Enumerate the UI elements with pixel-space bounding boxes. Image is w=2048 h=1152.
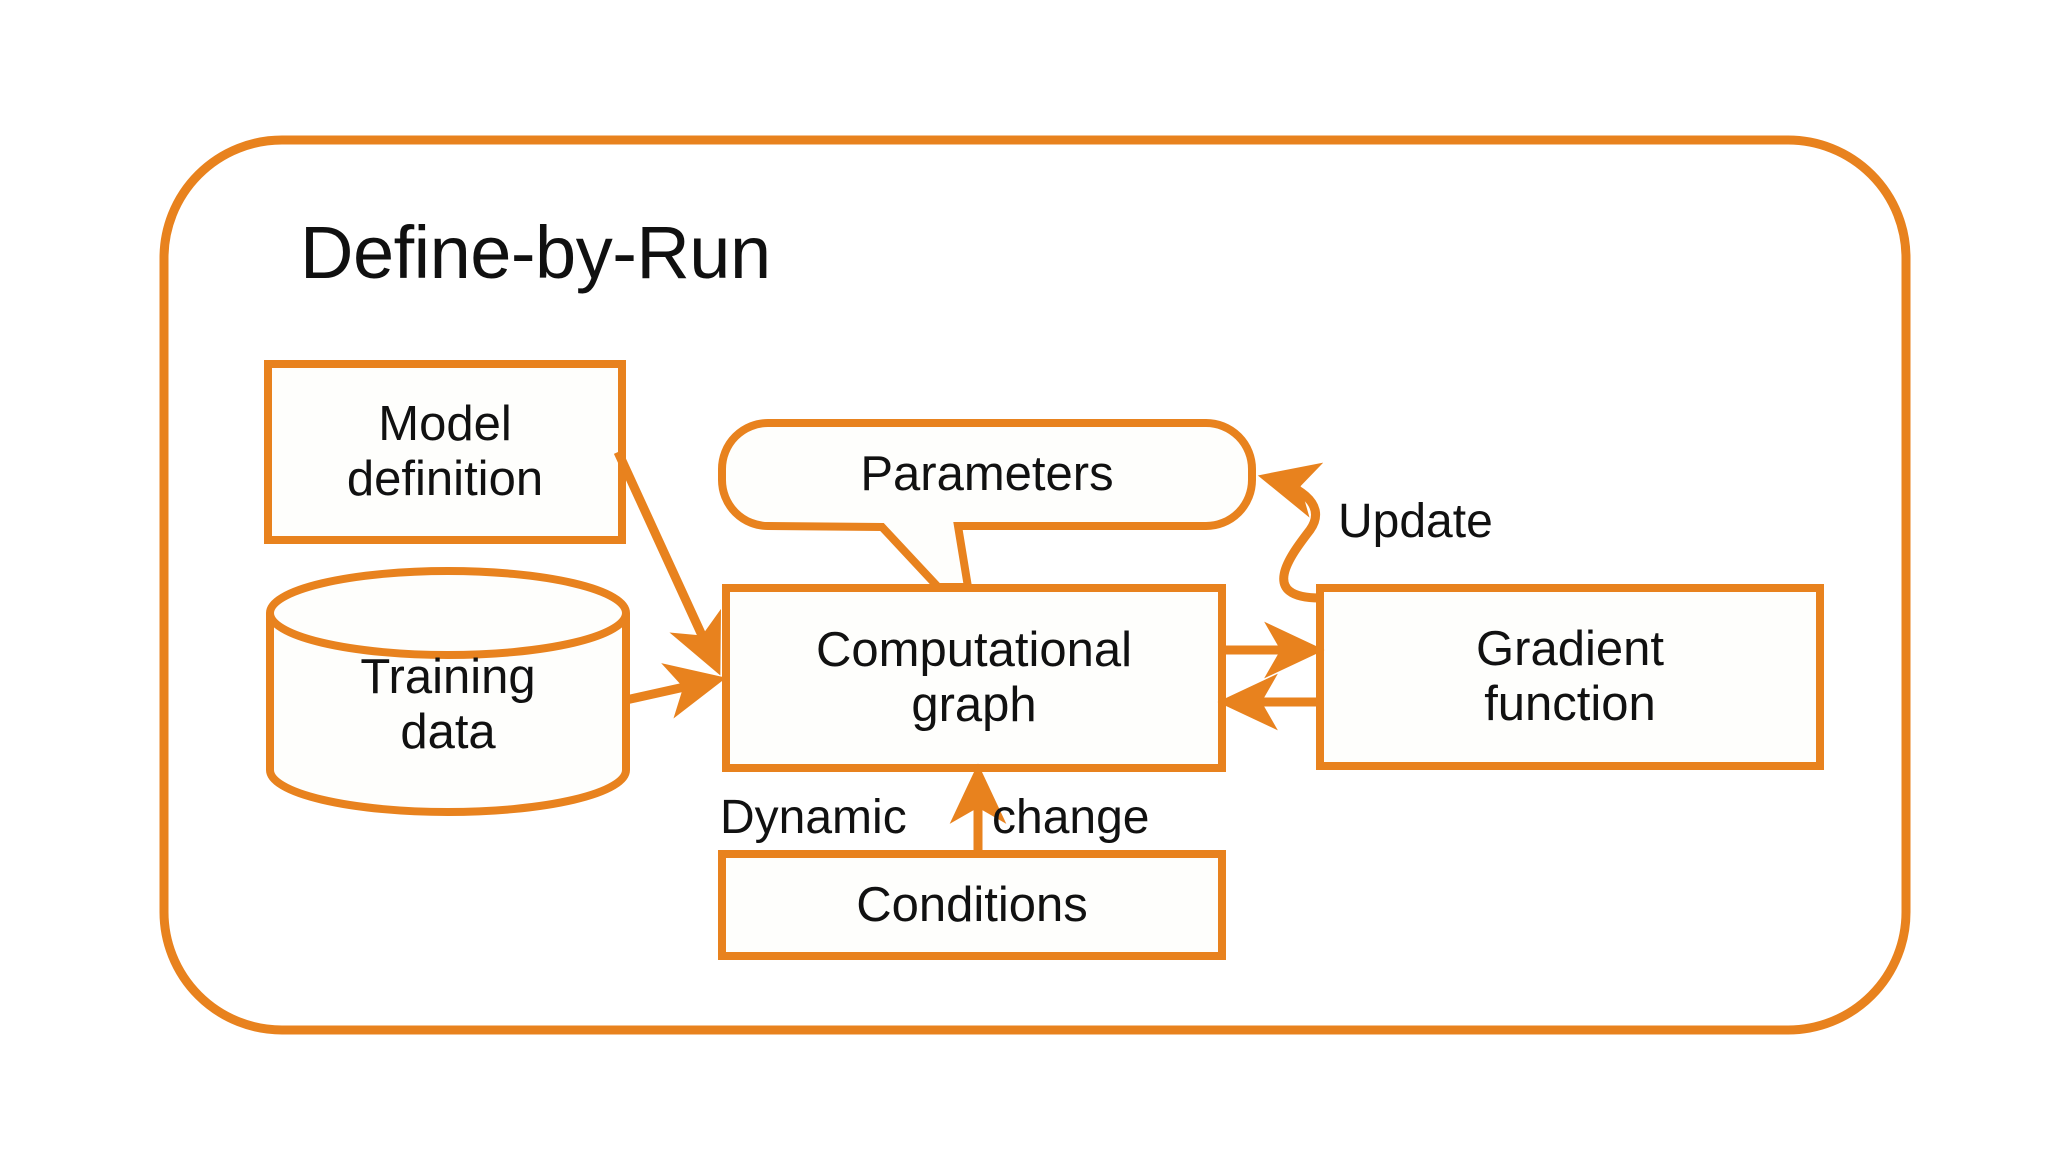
conditions-box[interactable] <box>718 850 1226 960</box>
model-definition-box[interactable] <box>264 360 626 544</box>
training-data-cylinder[interactable] <box>266 613 630 816</box>
dynamic-change-edge-label-right: change <box>992 791 1150 844</box>
edge-model-to-graph <box>613 450 722 676</box>
parameters-callout-shape[interactable] <box>718 419 1256 591</box>
gradient-function-box[interactable] <box>1316 584 1824 770</box>
computational-graph-box[interactable] <box>722 584 1226 772</box>
figure-title: Define-by-Run <box>300 211 771 294</box>
training-data-cylinder-top <box>266 567 630 659</box>
edge-gradient-to-parameters-update <box>1257 462 1324 603</box>
update-edge-label: Update <box>1338 495 1493 548</box>
edge-training-to-graph <box>625 663 727 719</box>
dynamic-change-edge-label-left: Dynamic <box>720 791 907 844</box>
outer-container-frame <box>159 135 1911 1035</box>
